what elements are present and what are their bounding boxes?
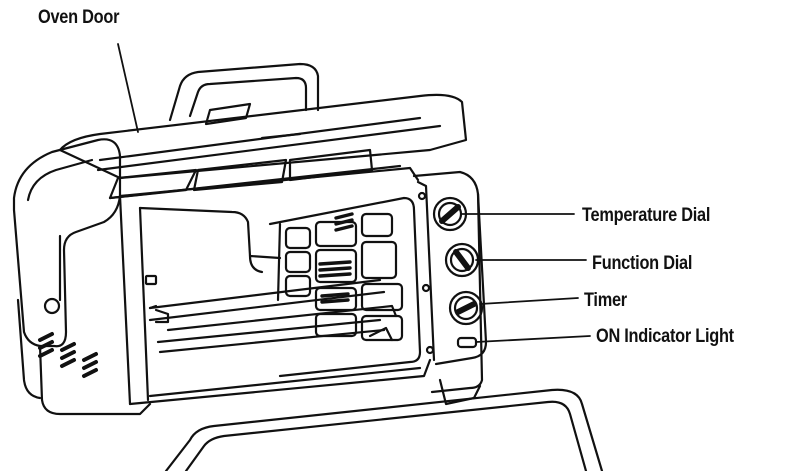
back-wall-vents xyxy=(318,212,354,304)
oven-back-wall xyxy=(268,196,422,378)
oven-top xyxy=(58,93,468,180)
leader-lines xyxy=(117,43,591,343)
broil-pan xyxy=(164,388,604,471)
oven-handle xyxy=(168,62,320,122)
function-dial[interactable] xyxy=(444,242,480,278)
leader-on-indicator xyxy=(475,335,591,343)
side-vents xyxy=(38,332,98,378)
leader-timer xyxy=(479,297,579,305)
control-panel xyxy=(412,170,488,406)
on-indicator-light-label: ON Indicator Light xyxy=(596,326,734,347)
function-dial-label: Function Dial xyxy=(592,253,693,274)
oven-door-label: Oven Door xyxy=(38,7,120,28)
timer-label: Timer xyxy=(584,290,627,311)
oven-cavity xyxy=(118,166,432,406)
leader-oven-door xyxy=(117,43,139,133)
timer-dial[interactable] xyxy=(448,290,484,326)
on-indicator-light xyxy=(456,336,478,349)
temperature-dial-label: Temperature Dial xyxy=(582,205,711,226)
